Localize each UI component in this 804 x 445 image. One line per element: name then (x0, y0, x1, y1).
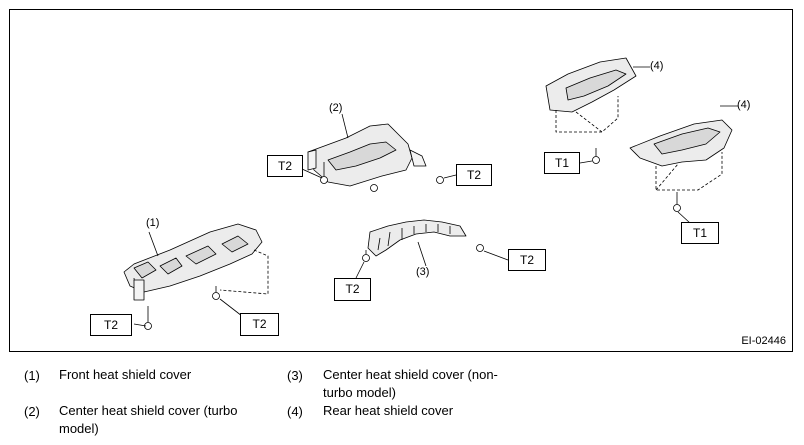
torque-label-t1: T1 (681, 222, 719, 244)
callout-1: (1) (146, 217, 160, 229)
legend-num-3: (3) (287, 368, 303, 383)
legend-num-4: (4) (287, 404, 303, 419)
torque-label-t2: T2 (456, 164, 492, 186)
legend-text-2: Center heat shield cover (turbo model) (59, 403, 238, 436)
legend-num-1: (1) (24, 368, 40, 383)
legend-text-4: Rear heat shield cover (323, 403, 454, 418)
callout-4-upper: (4) (650, 60, 664, 72)
callout-4-lower: (4) (737, 99, 751, 111)
center-heat-shield-non-turbo (367, 219, 467, 257)
torque-label-t2: T2 (334, 278, 371, 301)
exploded-diagram: (1) (2) (3) (4) (4) T2 T2 T2 T2 T2 T2 T1… (9, 9, 793, 352)
callout-2: (2) (329, 102, 343, 114)
legend-num-2: (2) (24, 404, 40, 419)
torque-label-t2: T2 (508, 249, 546, 271)
figure-id: EI-02446 (741, 335, 786, 347)
torque-label-t2: T2 (90, 314, 132, 336)
torque-label-t2: T2 (267, 155, 303, 177)
torque-label-t2: T2 (240, 313, 279, 336)
callout-3: (3) (416, 266, 430, 278)
diagram-drawing (123, 57, 738, 330)
torque-label-t1: T1 (544, 152, 580, 174)
legend-text-1: Front heat shield cover (59, 367, 192, 382)
legend-text-3: Center heat shield cover (non-turbo mode… (323, 367, 498, 400)
